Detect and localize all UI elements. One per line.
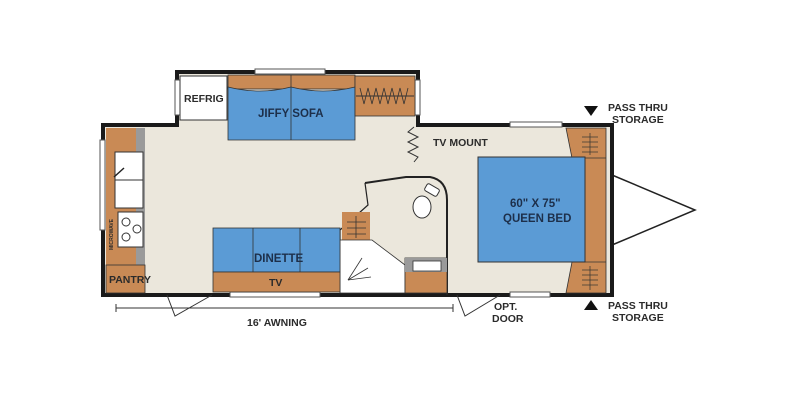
bathroom [339, 176, 448, 295]
faucet-icon [113, 167, 125, 178]
sofa-label: JIFFY SOFA [258, 108, 324, 120]
tv-mount-icon [406, 126, 420, 163]
dinette-label: DINETTE [254, 253, 304, 265]
jiffy-sofa: JIFFY SOFA [227, 74, 356, 141]
arrow-up-icon [584, 300, 598, 310]
trailer-tongue [611, 174, 697, 246]
microwave-label: MICROWAVE [109, 218, 115, 250]
pass-thru-bottom-1: PASS THRU [608, 300, 668, 312]
dinette: DINETTE TV [212, 227, 341, 293]
pantry [105, 264, 146, 294]
toilet-icon [412, 183, 440, 219]
refrigerator [179, 75, 228, 121]
bed-size-label: 60" X 75" [510, 198, 561, 210]
shower-head-icon [347, 257, 372, 281]
awning-label: 16' AWNING [247, 317, 307, 329]
arrow-down-icon [584, 106, 598, 116]
wardrobe [354, 75, 416, 117]
awning-dimension [115, 304, 454, 312]
kitchen-counter: MICROWAVE PANTRY [105, 128, 151, 294]
pantry-label: PANTRY [109, 274, 151, 286]
queen-bed: 60" X 75" QUEEN BED [477, 127, 607, 294]
refrig-label: REFRIG [184, 93, 224, 105]
tv-label: TV [269, 277, 282, 289]
opt-door-label-1: OPT. [494, 301, 517, 313]
pass-thru-top-2: STORAGE [612, 114, 664, 126]
bed-label: QUEEN BED [503, 213, 571, 225]
pass-thru-bottom-2: STORAGE [612, 312, 664, 324]
stovetop [117, 211, 144, 248]
tv-mount-label: TV MOUNT [433, 137, 488, 149]
opt-door-label-2: DOOR [492, 313, 524, 325]
pass-thru-top-1: PASS THRU [608, 102, 668, 114]
entry-door [166, 294, 501, 317]
